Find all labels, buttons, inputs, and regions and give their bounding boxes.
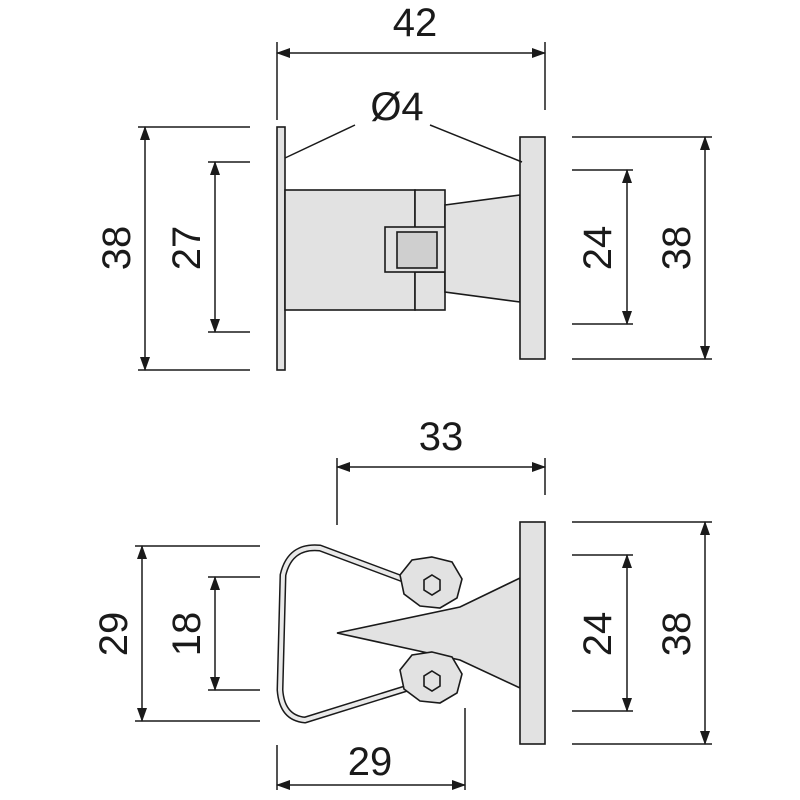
dimension-label-right-inner-height: 24 [576,612,620,657]
dimension-label-left-outer-height: 29 [92,612,136,657]
lower-coil-center [423,670,441,692]
spring-wire-highlight [278,545,429,722]
top-view-part [276,126,546,371]
left-mounting-plate [276,126,286,371]
dimension-label-top-width: 33 [419,415,464,459]
strike-tongue [444,194,521,303]
diameter-leader-right [429,124,523,163]
dimension-label-left-inner-height: 18 [165,612,209,657]
dimension-label-left-outer-height: 38 [95,226,139,271]
right-strike-plate [519,521,546,745]
upper-coil-center [423,574,441,596]
right-strike-plate [519,136,546,360]
bottom-view: 33 29 18 24 38 29 [92,415,712,790]
dimension-label-bottom-width: 29 [348,740,393,784]
hinge-block-bottom [414,271,446,311]
top-view-dimension-lines [140,48,710,371]
dimension-label-right-outer-height: 38 [655,612,699,657]
dimension-label-hole-diameter: Ø4 [370,85,423,129]
hinge-block-top [414,189,446,229]
dimension-label-overall-width: 42 [393,1,438,45]
bottom-view-extension-lines [135,458,712,790]
top-view: 42 Ø4 38 27 24 38 [95,1,712,371]
dimension-label-left-inner-height: 27 [165,226,209,271]
roller [396,231,438,269]
dimension-label-right-inner-height: 24 [576,226,620,271]
dimension-label-right-outer-height: 38 [655,226,699,271]
bottom-view-part [276,521,546,745]
diameter-leader-left [284,124,356,159]
bottom-view-dimension-lines [137,462,710,790]
